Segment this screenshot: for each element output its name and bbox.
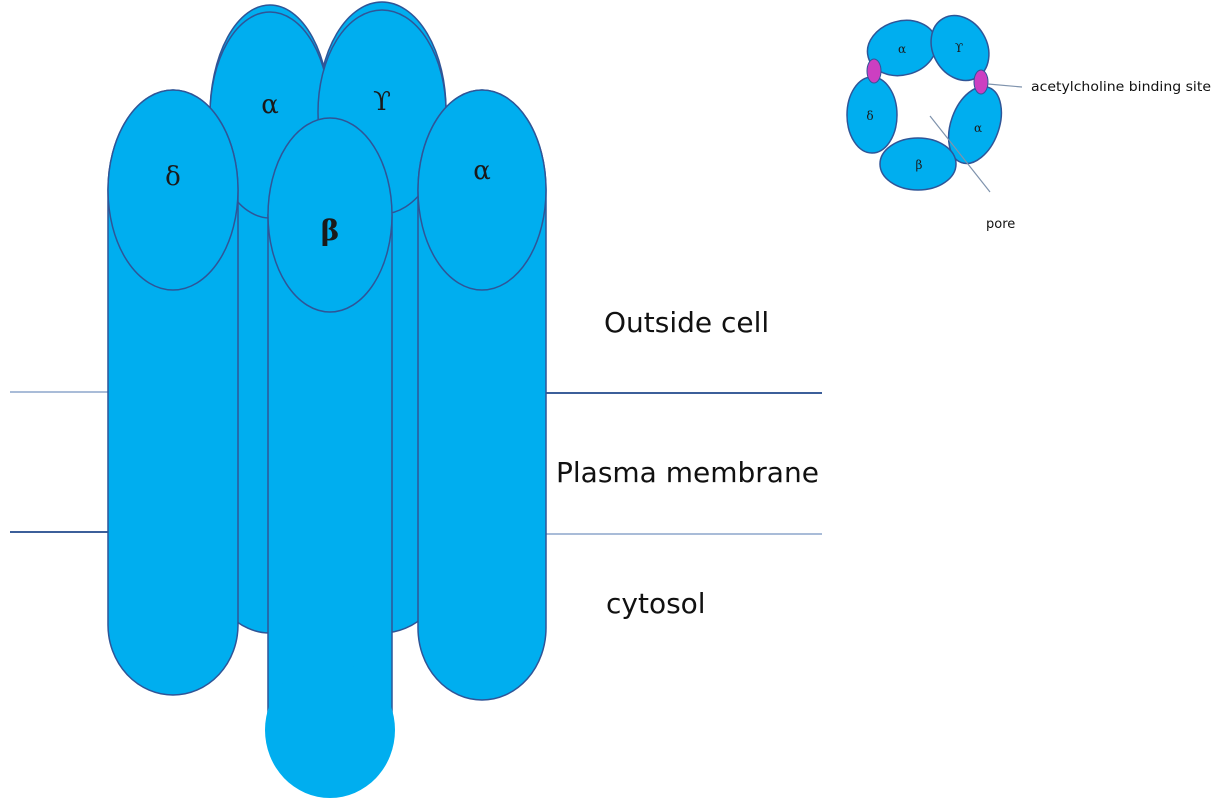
label-gamma: ϒ	[373, 87, 391, 117]
subunit-beta-bottom	[265, 662, 395, 798]
binding-site-label: acetylcholine binding site	[1031, 80, 1211, 95]
top-label-delta: δ	[866, 109, 873, 123]
label-alpha-back: α	[261, 90, 279, 120]
outside-cell-label: Outside cell	[604, 306, 769, 339]
label-alpha-right: α	[473, 156, 491, 186]
receptor-side-view: δ α ϒ β α	[108, 2, 546, 798]
top-label-gamma: ϒ	[955, 41, 963, 55]
receptor-top-view: α ϒ δ α β acetylcholine binding site por…	[847, 5, 1211, 232]
label-delta: δ	[165, 162, 181, 192]
label-beta: β	[321, 214, 340, 247]
binding-site-left	[867, 59, 881, 83]
cytosol-label: cytosol	[606, 587, 706, 620]
plasma-membrane-label: Plasma membrane	[556, 456, 819, 489]
binding-site-callout-line	[988, 84, 1022, 87]
top-label-beta: β	[916, 158, 923, 172]
pore-label: pore	[986, 217, 1015, 232]
binding-site-right	[974, 70, 988, 94]
subunit-alpha-right-top	[418, 90, 546, 290]
top-label-alpha-top: α	[898, 42, 906, 56]
top-label-alpha-right: α	[974, 121, 982, 135]
